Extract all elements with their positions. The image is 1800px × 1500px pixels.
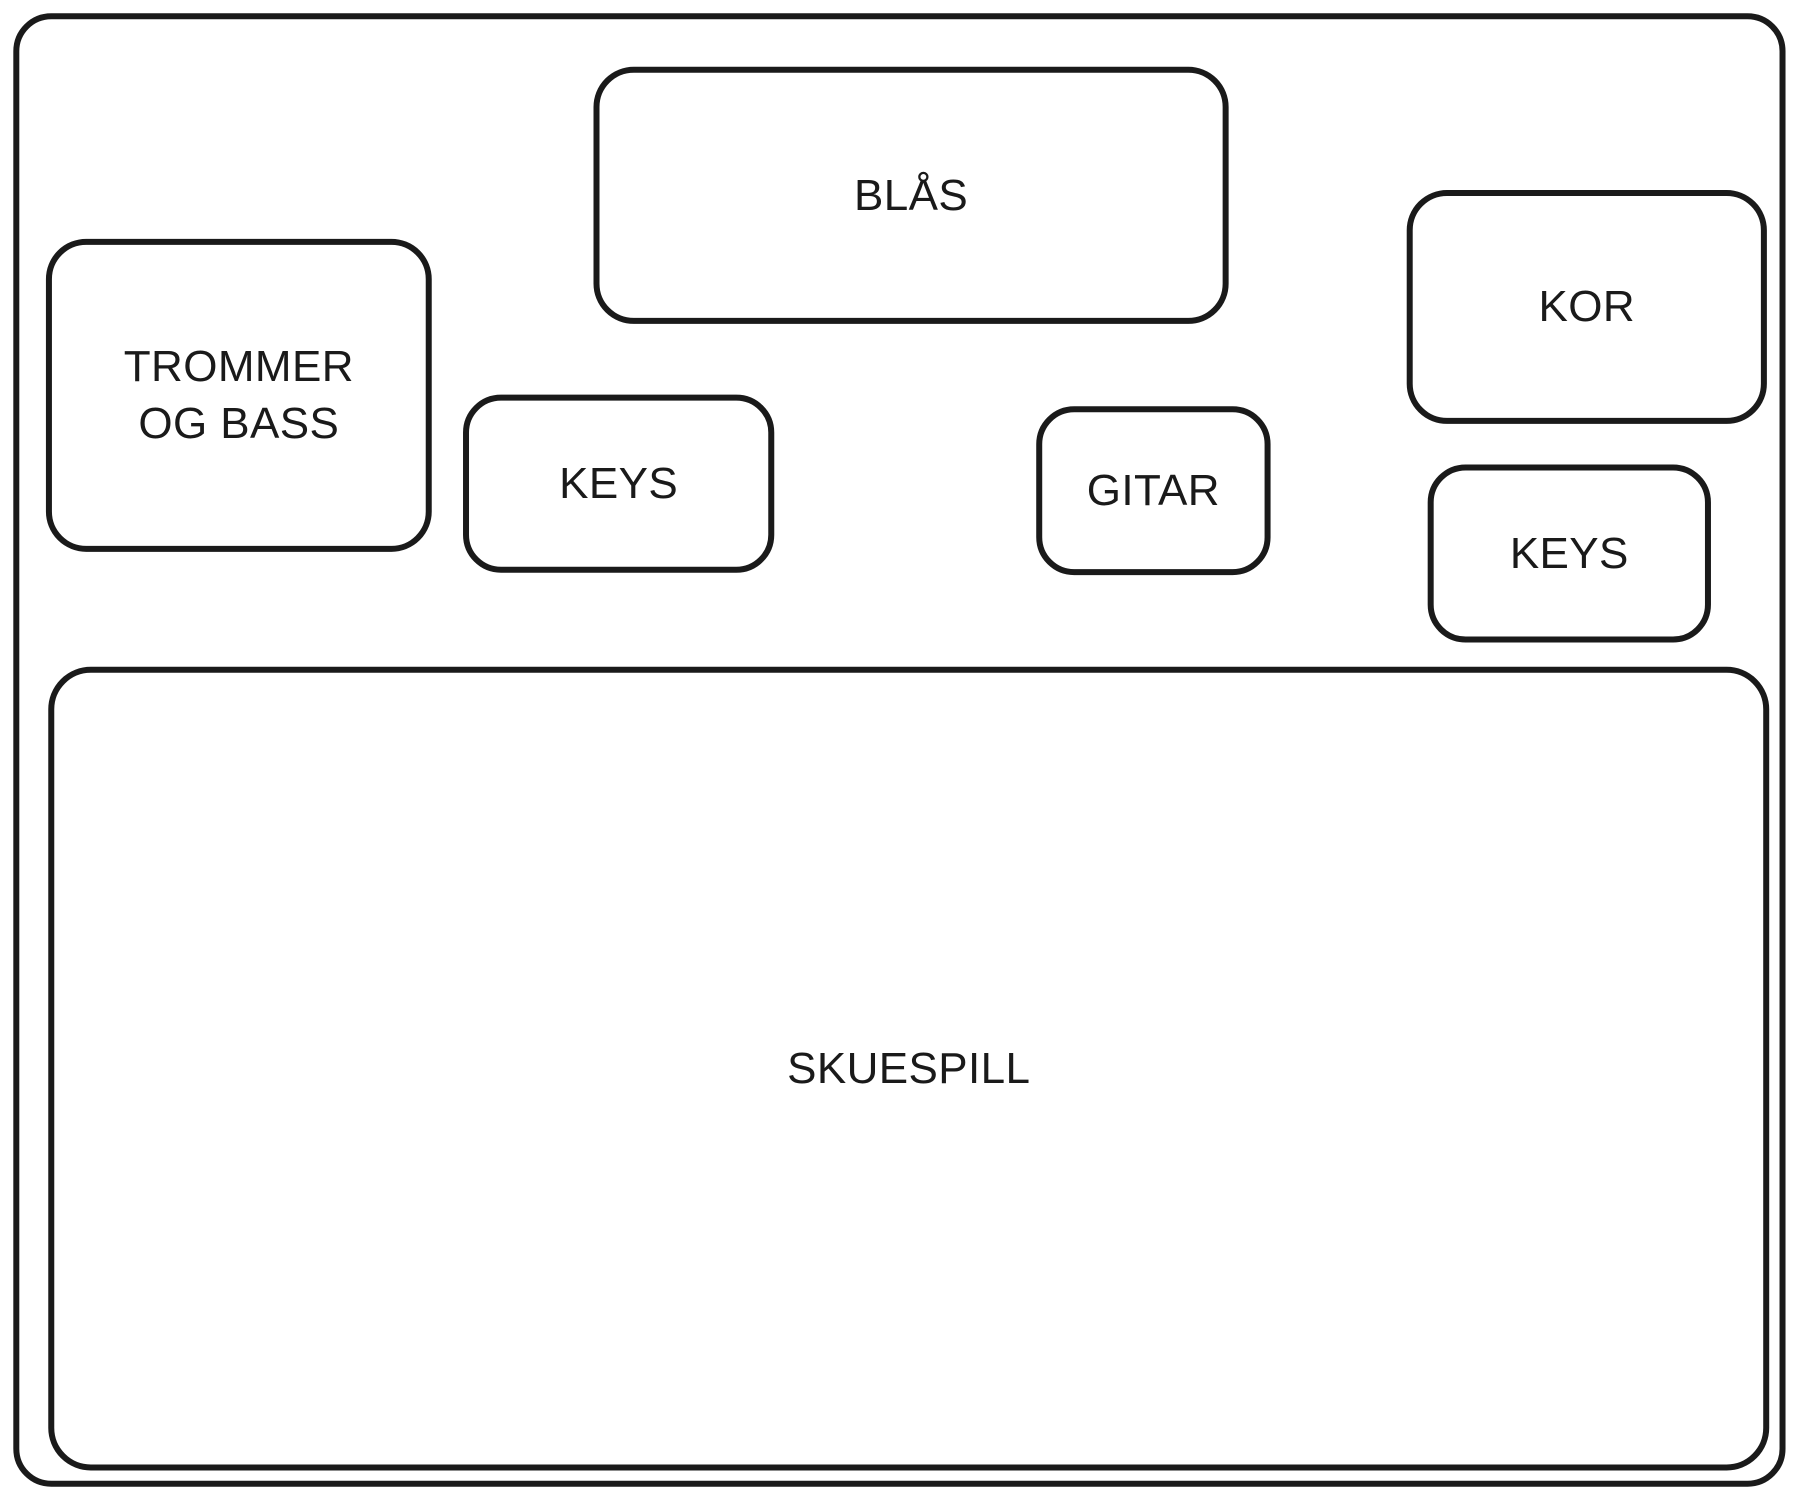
zone-kor[interactable] [1410,193,1764,421]
zone-blas[interactable] [597,70,1226,321]
zone-keys-right[interactable] [1431,467,1708,639]
zone-skuespill[interactable] [51,670,1766,1468]
zone-keys-left[interactable] [466,398,771,570]
zone-trommer-og-bass[interactable] [49,242,429,549]
zone-gitar[interactable] [1039,409,1267,572]
